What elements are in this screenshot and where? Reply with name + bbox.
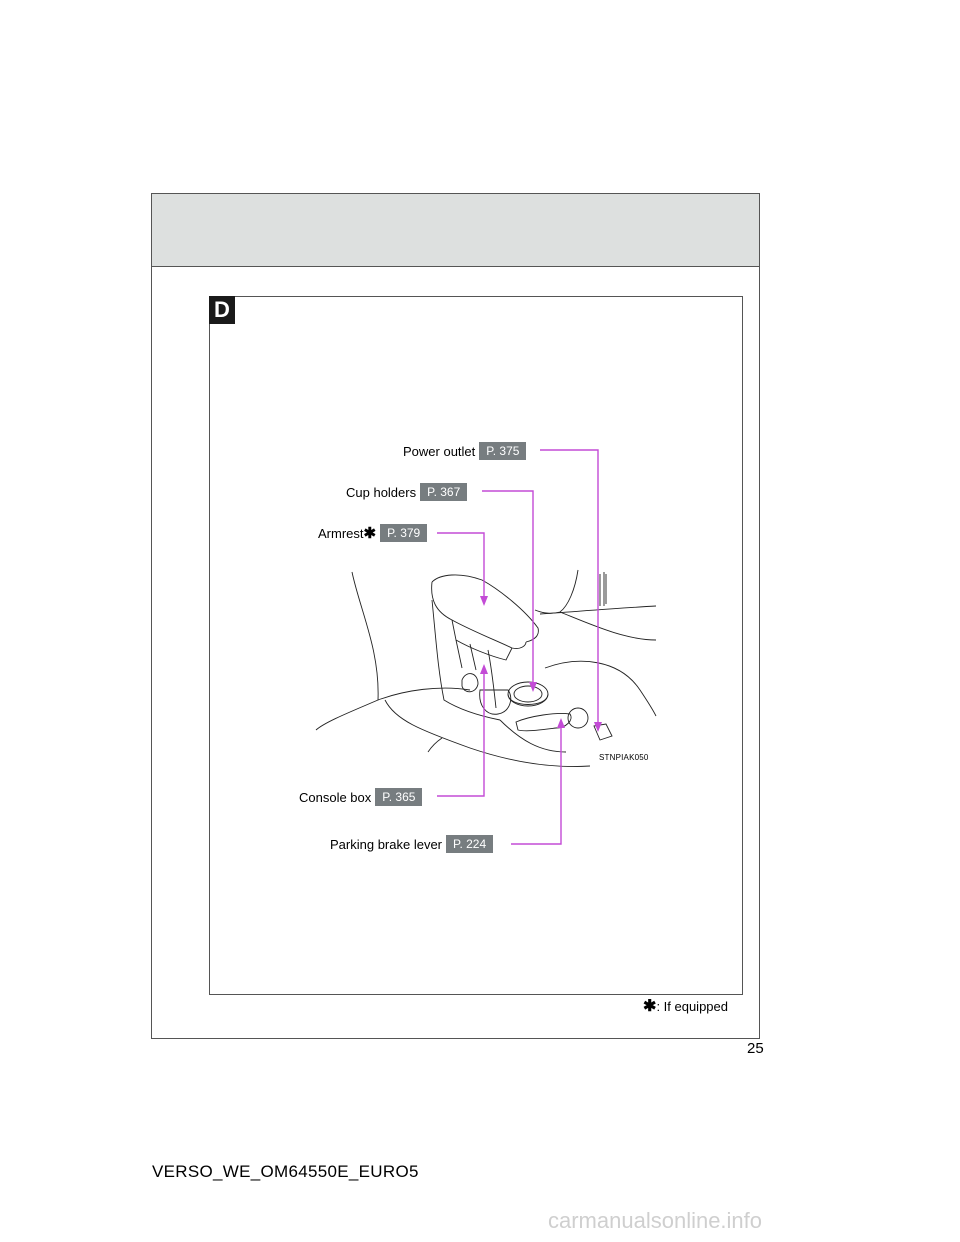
callout-label: Cup holders	[346, 484, 417, 500]
callout-armrest: Armrest ✱ P. 379	[318, 524, 428, 542]
page-frame	[151, 193, 760, 1039]
console-base	[499, 719, 567, 753]
seat-left-outline	[315, 571, 379, 731]
console-body	[431, 599, 501, 721]
footnote: ✱: If equipped	[643, 996, 728, 1016]
footnote-text: : If equipped	[656, 999, 728, 1014]
shift-knob	[461, 673, 479, 693]
callout-power-outlet: Power outlet P. 375	[403, 442, 527, 460]
outlet	[593, 723, 613, 741]
console-side	[487, 649, 497, 709]
cup-holder-front-inner	[513, 685, 543, 703]
seat-right-cushion	[539, 605, 657, 615]
if-equipped-marker-icon: ✱	[643, 998, 657, 1015]
seat-right-back	[534, 569, 579, 614]
armrest-front	[431, 581, 527, 649]
callout-label: Parking brake lever	[330, 836, 442, 852]
page-ref-badge[interactable]: P. 367	[420, 483, 468, 501]
leader-console-box	[437, 672, 485, 797]
callout-cup-holders: Cup holders P. 367	[346, 483, 468, 501]
armrest-hinge	[451, 619, 513, 661]
leader-armrest	[437, 532, 485, 598]
seat-right-side	[559, 611, 657, 641]
arrow-power-outlet	[594, 722, 602, 732]
document-code: VERSO_WE_OM64550E_EURO5	[152, 1162, 419, 1181]
floor-line-2	[427, 737, 443, 753]
header-band	[152, 194, 759, 267]
armrest-top	[431, 574, 539, 643]
seat-right-edge	[599, 572, 607, 606]
callout-label: Console box	[299, 789, 372, 805]
page-ref-badge[interactable]: P. 375	[479, 442, 527, 460]
cup-holder-rim	[507, 693, 549, 705]
seat-right-lower	[544, 660, 657, 717]
leader-parking-brake	[511, 726, 562, 845]
callout-console-box: Console box P. 365	[299, 788, 423, 806]
page-ref-badge[interactable]: P. 365	[375, 788, 423, 806]
seat-left-cushion	[377, 687, 471, 701]
page-number: 25	[747, 1040, 764, 1057]
callout-label: Armrest	[318, 525, 364, 541]
arrow-console-box	[480, 664, 488, 674]
shift-boot	[479, 689, 512, 715]
brake-lever-knob	[567, 707, 589, 729]
leader-cup-holders	[482, 490, 534, 684]
section-tag: D	[209, 296, 235, 324]
arrow-armrest	[480, 596, 488, 606]
figure-box	[209, 296, 743, 995]
callout-label: Power outlet	[403, 443, 476, 459]
brake-lever	[515, 713, 572, 732]
floor-line	[384, 699, 591, 767]
page-ref-badge[interactable]: P. 379	[380, 524, 428, 542]
arrow-cup-holders	[529, 682, 537, 692]
page-ref-badge[interactable]: P. 224	[446, 835, 494, 853]
watermark: carmanualsonline.info	[548, 1208, 763, 1233]
armrest-strut	[455, 639, 477, 671]
if-equipped-marker-icon: ✱	[363, 525, 377, 542]
arrow-parking-brake	[557, 718, 565, 728]
image-code: STNPIAK050	[599, 753, 649, 762]
leader-power-outlet	[540, 449, 599, 724]
callout-parking-brake-lever: Parking brake lever P. 224	[330, 835, 494, 853]
